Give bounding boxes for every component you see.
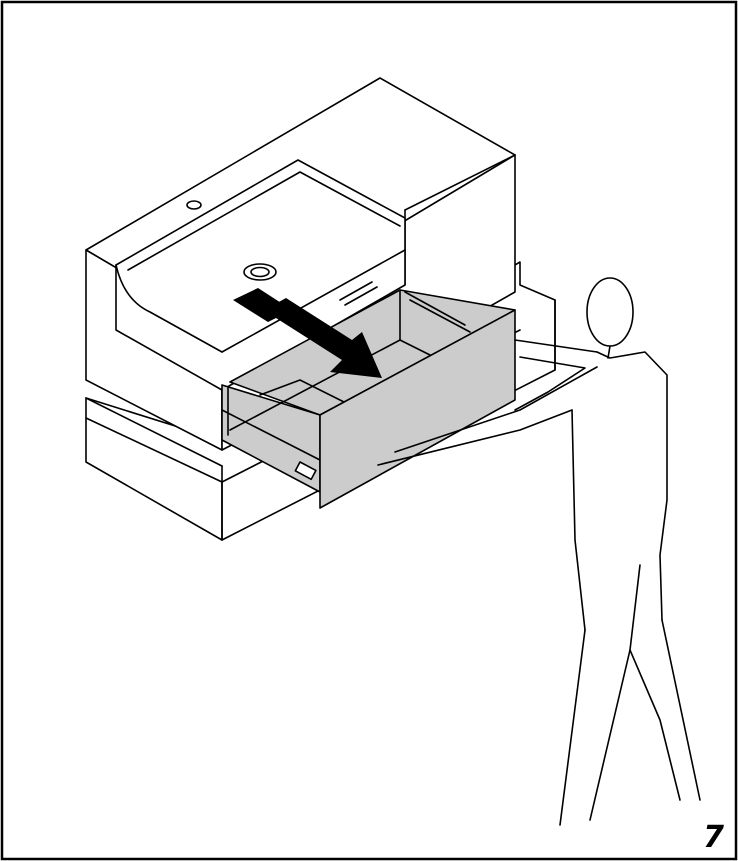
step-number: 7 xyxy=(703,820,724,855)
person-head xyxy=(586,277,634,347)
pull-direction-arrow xyxy=(233,288,382,378)
person-figure xyxy=(377,277,701,826)
sink-basin xyxy=(115,159,406,391)
drawer-front-panel xyxy=(319,309,516,509)
tap-hole xyxy=(186,200,202,210)
drain-hole xyxy=(243,263,277,281)
drawer xyxy=(221,289,516,509)
